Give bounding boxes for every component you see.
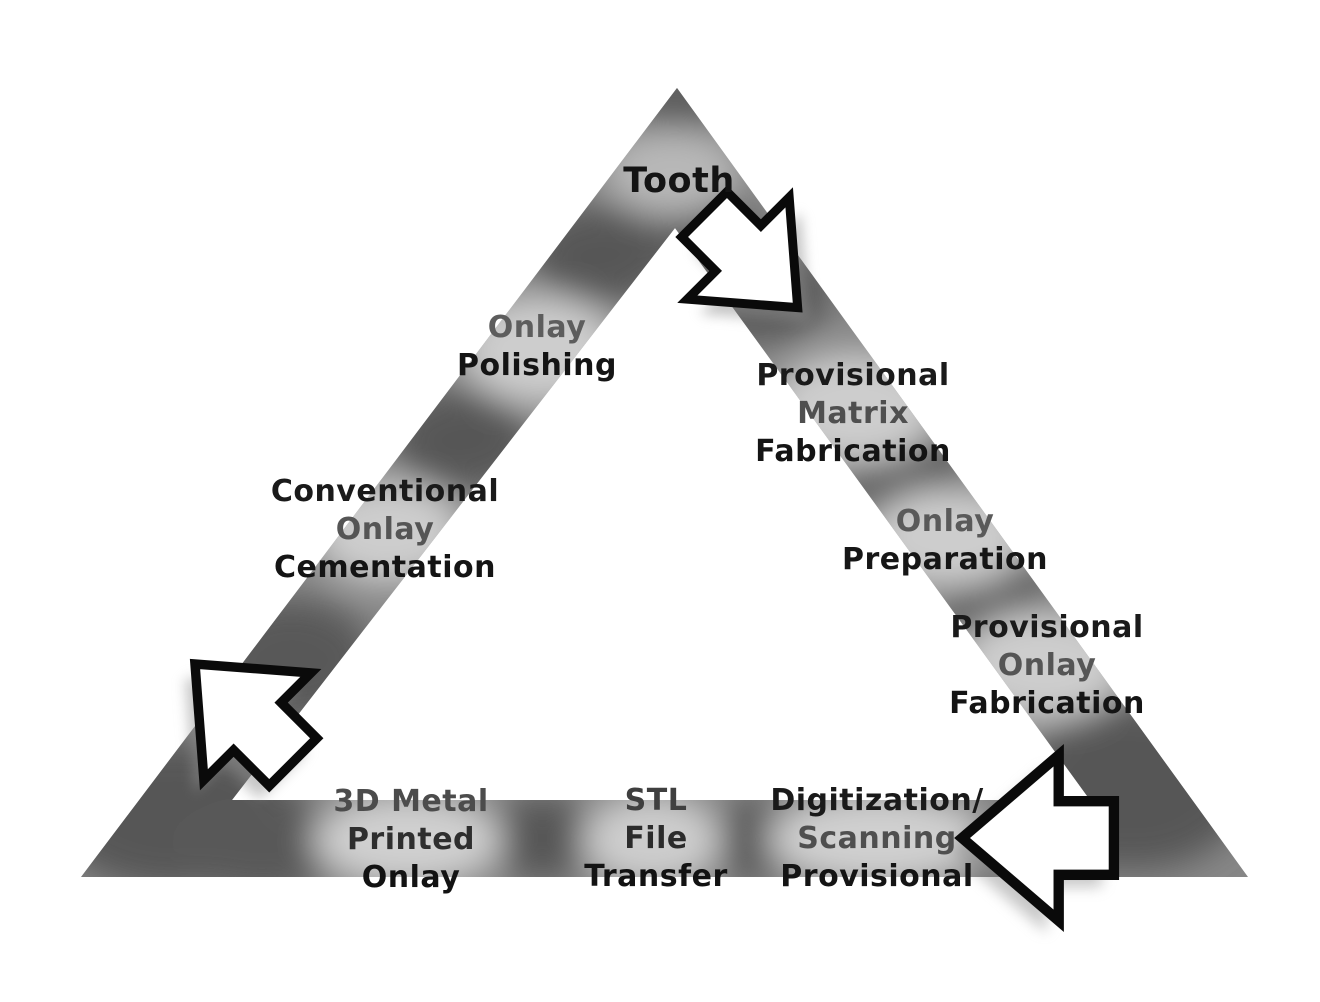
step-label-line: Fabrication <box>755 434 951 469</box>
step-label-stl-file-transfer: STL File Transfer <box>584 782 728 896</box>
step-label-provisional-matrix-fabrication: Provisional Matrix Fabrication <box>755 357 951 471</box>
step-label-line: Polishing <box>457 348 617 383</box>
step-label-line: Onlay <box>335 512 435 547</box>
step-label-line: Matrix <box>797 396 909 431</box>
step-label-onlay-polishing: Onlay Polishing <box>457 309 617 385</box>
step-label-line: Transfer <box>584 859 728 894</box>
step-label-line: Provisional <box>780 859 974 894</box>
step-label-line: 3D Metal <box>333 784 489 819</box>
step-label-line: Conventional <box>270 474 500 509</box>
step-label-line: Printed <box>346 822 476 857</box>
step-label-line: Tooth <box>623 161 735 201</box>
step-label-line: Fabrication <box>949 686 1145 721</box>
step-label-line: File <box>624 821 688 856</box>
step-label-line: Digitization/ <box>770 783 984 818</box>
step-label-line: Onlay <box>361 860 461 895</box>
step-label-conventional-onlay-cementation: Conventional Onlay Cementation <box>271 473 499 587</box>
step-label-3d-metal-printed-onlay: 3D Metal Printed Onlay <box>333 783 488 897</box>
step-label-line: STL <box>624 783 688 818</box>
step-label-line: Onlay <box>997 648 1097 683</box>
step-label-line: Scanning <box>797 821 957 856</box>
step-label-tooth: Tooth <box>623 161 734 201</box>
step-label-provisional-onlay-fabrication: Provisional Onlay Fabrication <box>949 609 1145 723</box>
step-label-line: Cementation <box>273 550 496 585</box>
step-label-line: Provisional <box>950 610 1144 645</box>
step-label-digitization-scanning-provisional: Digitization/ Scanning Provisional <box>770 782 983 896</box>
step-label-onlay-preparation: Onlay Preparation <box>842 503 1048 579</box>
step-label-line: Onlay <box>487 310 587 345</box>
step-label-line: Preparation <box>842 542 1048 577</box>
step-label-line: Provisional <box>756 358 950 393</box>
step-label-line: Onlay <box>895 504 995 539</box>
